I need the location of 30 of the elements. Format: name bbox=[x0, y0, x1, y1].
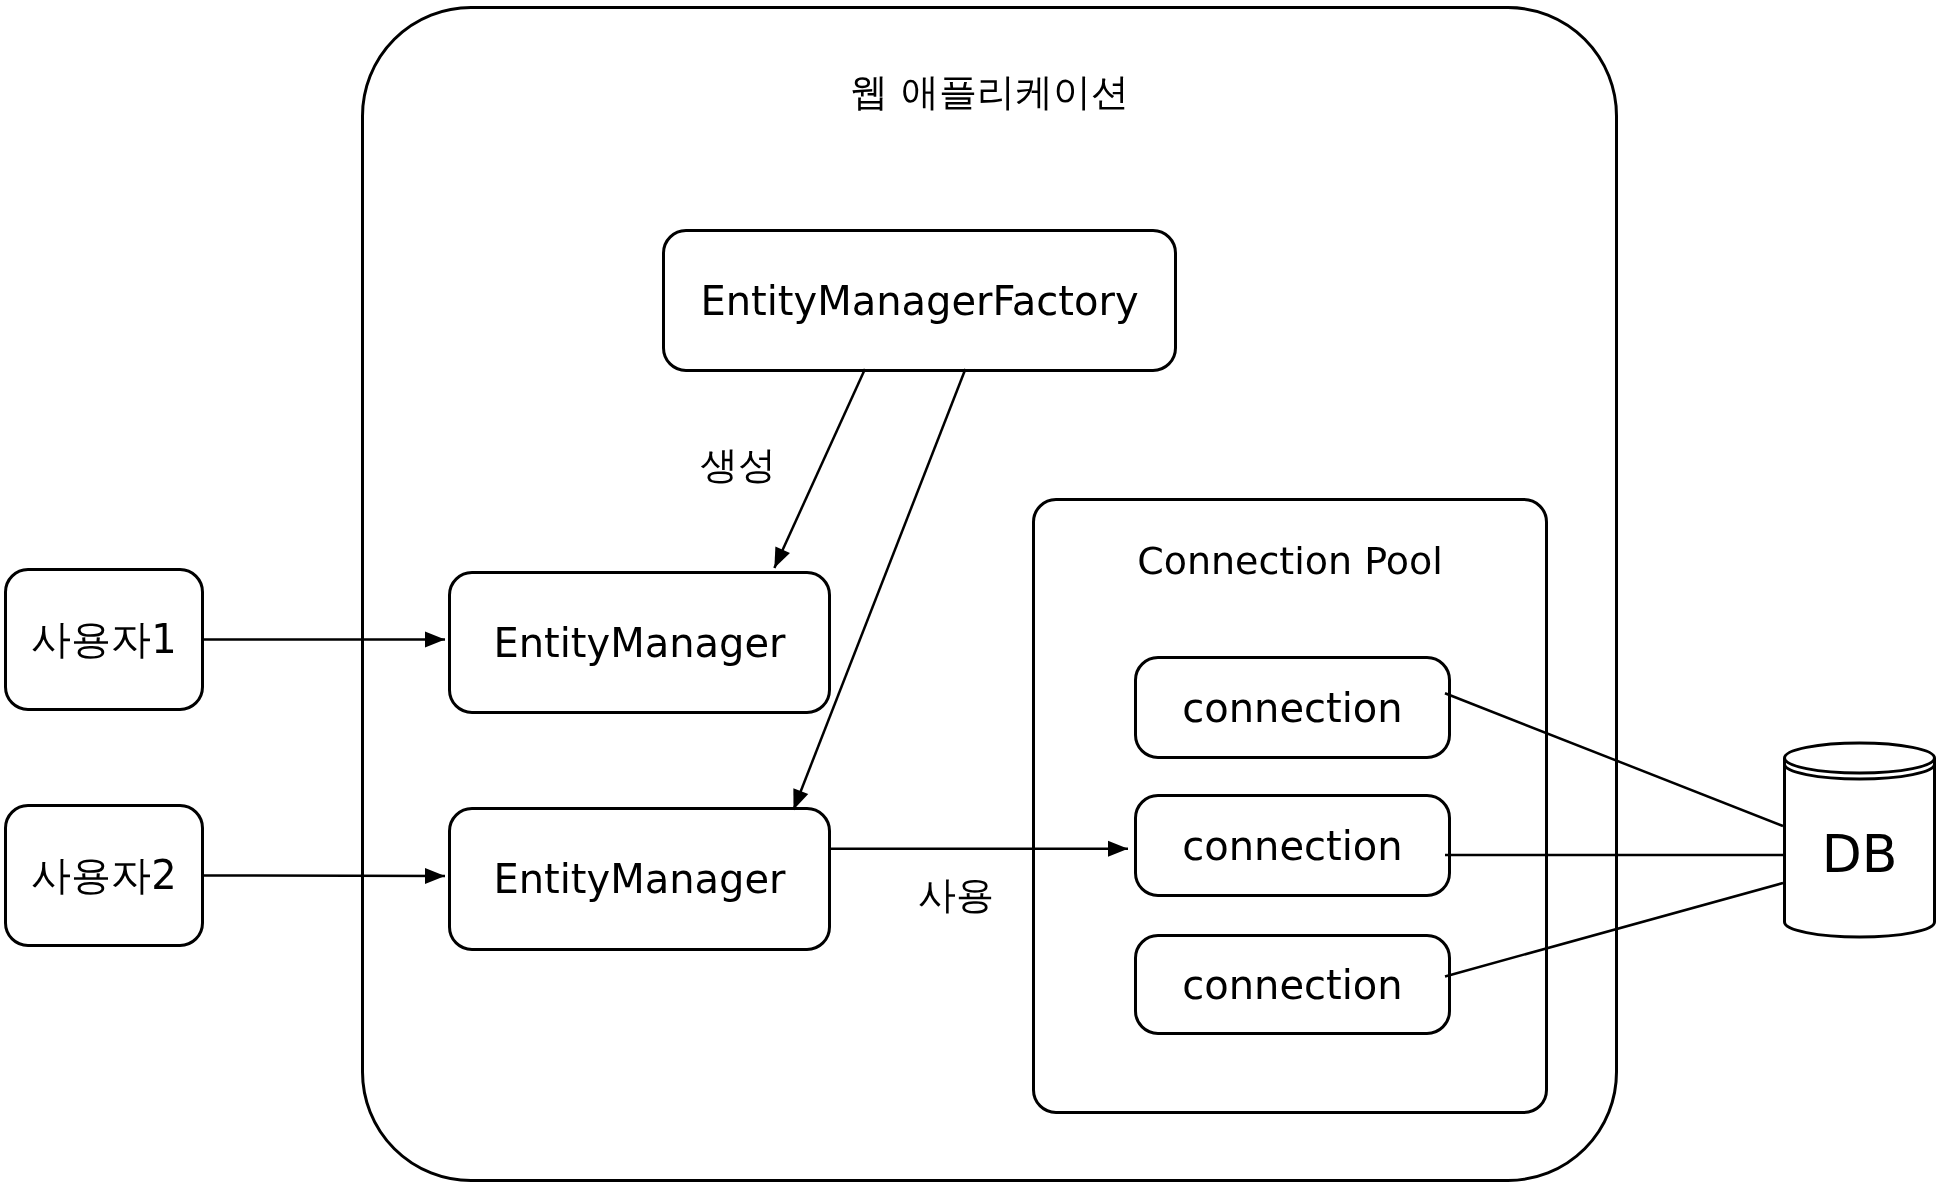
node-label: 사용자1 bbox=[31, 615, 177, 664]
process-box bbox=[4, 804, 204, 947]
node-label: EntityManager bbox=[493, 619, 786, 666]
process-box bbox=[1134, 794, 1451, 897]
container-box bbox=[1032, 498, 1548, 1114]
container-title: 웹 애플리케이션 bbox=[849, 69, 1130, 116]
node-label: connection bbox=[1182, 684, 1403, 731]
container-title: Connection Pool bbox=[1136, 539, 1444, 583]
process-box bbox=[448, 571, 831, 714]
arrow bbox=[792, 368, 967, 811]
connector-line bbox=[1445, 853, 1783, 857]
arrow bbox=[773, 368, 867, 569]
arrow bbox=[828, 840, 1128, 857]
process-box bbox=[1134, 934, 1451, 1035]
process-box bbox=[448, 807, 831, 951]
node-label: EntityManagerFactory bbox=[700, 277, 1139, 324]
node-label: 사용자2 bbox=[31, 851, 177, 900]
process-box bbox=[1134, 656, 1451, 759]
node-label: connection bbox=[1182, 822, 1403, 869]
process-box bbox=[662, 229, 1177, 372]
process-box bbox=[4, 568, 204, 711]
connector-line bbox=[1444, 881, 1784, 978]
arrow bbox=[204, 867, 445, 884]
arrow bbox=[204, 631, 445, 648]
node-label: EntityManager bbox=[493, 856, 786, 902]
container-box bbox=[361, 6, 1618, 1182]
node-label: connection bbox=[1182, 961, 1403, 1008]
database-cylinder bbox=[1783, 740, 1936, 940]
node-label: DB bbox=[1821, 824, 1898, 884]
connector-line bbox=[1444, 692, 1784, 828]
